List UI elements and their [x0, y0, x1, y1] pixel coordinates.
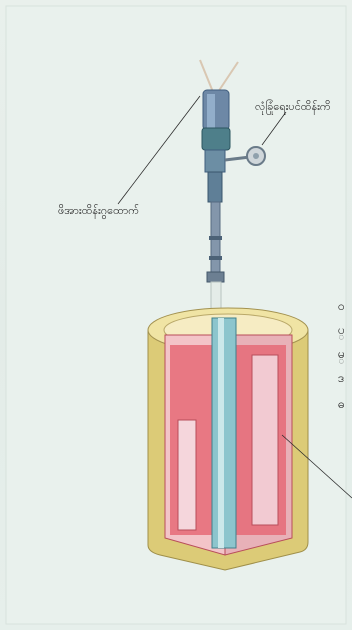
fuel-rod-right	[252, 355, 278, 525]
side-text-4: ဒ	[338, 370, 352, 388]
pipe-neck	[211, 282, 221, 310]
pipe-upper	[208, 172, 222, 202]
pressure-sensor-label: ဖိအားထိန်းဂွထောက်	[58, 204, 139, 220]
side-text-1: ဝ	[338, 298, 352, 316]
upper-collar	[202, 128, 230, 150]
side-text-2: ပ္	[338, 322, 352, 340]
safety-valve-label: လုံခြုံရေးပင်ထိန်းကိ	[255, 100, 331, 116]
side-text-3: မ္	[338, 346, 352, 364]
upper-housing	[203, 90, 229, 130]
side-text-5: ဓ	[338, 396, 352, 414]
fuel-rod-left	[178, 420, 196, 530]
mid-block	[205, 150, 225, 172]
pipe-flange	[207, 272, 224, 282]
